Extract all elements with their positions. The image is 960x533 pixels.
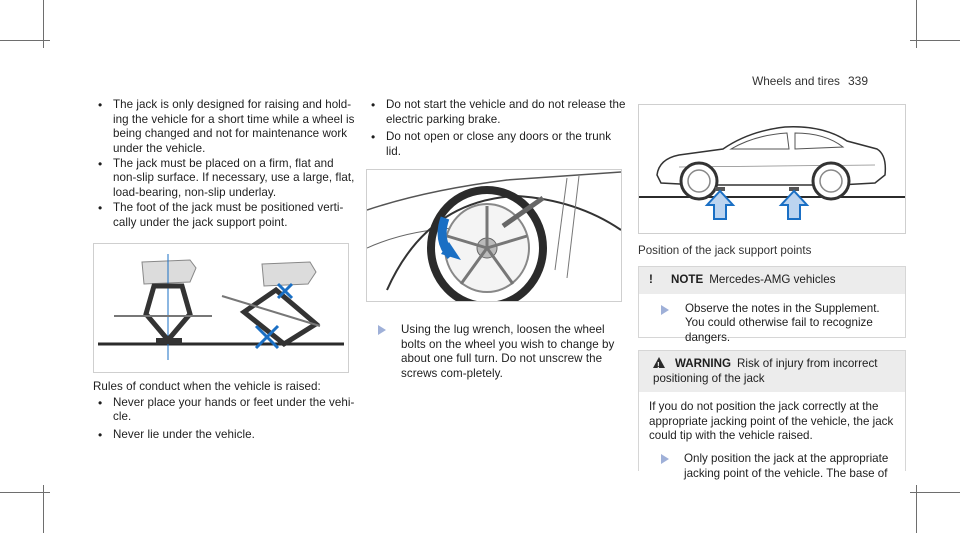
jack-rules-list: The jack is only designed for raising an… [93, 98, 355, 230]
crop-mark [916, 485, 917, 533]
list-item: Do not open or close any doors or the tr… [366, 130, 628, 159]
conduct-rules-list: Never place your hands or feet under the… [93, 396, 355, 443]
warning-body: If you do not position the jack correctl… [639, 392, 905, 489]
note-action: Observe the notes in the Supplement. You… [639, 294, 905, 354]
warning-triangle-icon [653, 357, 665, 374]
list-item: Never lie under the vehicle. [93, 428, 355, 443]
warning-text: If you do not position the jack correctl… [649, 400, 894, 443]
column-middle: Do not start the vehicle and do not rele… [366, 98, 628, 160]
wheel-figure [366, 169, 622, 310]
note-header: ! NOTE Mercedes-AMG vehicles [639, 267, 905, 294]
notice-icon: ! [649, 273, 653, 286]
warning-title: Risk of injury from incorrect positionin… [653, 357, 878, 385]
crop-mark [43, 0, 44, 48]
rules-intro: Rules of conduct when the vehicle is rai… [93, 380, 321, 393]
list-item: Do not start the vehicle and do not rele… [366, 98, 628, 127]
note-action-text: Observe the notes in the Supplement. You… [685, 301, 880, 344]
wheel-illustration [366, 171, 622, 310]
jack-figure [93, 243, 349, 373]
safety-list: Do not start the vehicle and do not rele… [366, 98, 628, 159]
crop-mark [910, 40, 960, 41]
running-header: Wheels and tires 339 [752, 74, 868, 88]
note-title: Mercedes-AMG vehicles [709, 273, 836, 286]
warning-action: Only position the jack at the appropriat… [649, 452, 895, 481]
note-label: NOTE [671, 273, 704, 286]
section-title: Wheels and tires [752, 74, 840, 88]
jack-illustration [98, 254, 344, 360]
list-item: The foot of the jack must be positioned … [93, 201, 355, 230]
column-middle-lower: Using the lug wrench, loosen the wheel b… [366, 323, 628, 381]
crop-mark [916, 0, 917, 48]
crop-mark [43, 485, 44, 533]
action-step: Using the lug wrench, loosen the wheel b… [366, 323, 628, 381]
arrow-right-icon [378, 325, 386, 335]
list-item: Never place your hands or feet under the… [93, 396, 355, 425]
column-left-lower: Rules of conduct when the vehicle is rai… [93, 380, 355, 443]
warning-action-text: Only position the jack at the appropriat… [684, 451, 889, 480]
warning-label: WARNING [675, 357, 732, 370]
arrow-right-icon [661, 304, 669, 315]
crop-mark [0, 492, 50, 493]
crop-mark [0, 40, 50, 41]
note-box: ! NOTE Mercedes-AMG vehicles Observe the n… [638, 266, 906, 344]
crop-mark [910, 492, 960, 493]
car-illustration [639, 126, 905, 220]
car-figure [638, 104, 906, 234]
action-text: Using the lug wrench, loosen the wheel b… [401, 323, 615, 380]
page-number: 339 [847, 74, 868, 88]
arrow-right-icon [661, 453, 669, 464]
figure-caption: Position of the jack support points [638, 244, 812, 257]
column-left: The jack is only designed for raising an… [93, 98, 355, 231]
list-item: The jack is only designed for raising an… [93, 98, 355, 156]
list-item: The jack must be placed on a firm, flat … [93, 157, 355, 201]
